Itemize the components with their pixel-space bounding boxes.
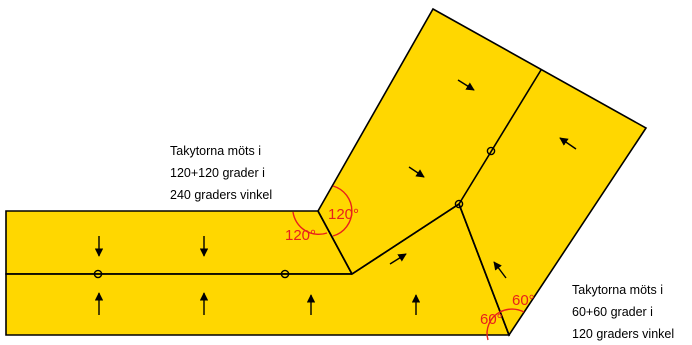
angle-arc-outer-left xyxy=(486,311,501,341)
angle-label-outer-right: 60° xyxy=(512,292,535,309)
note-outer-corner: Takytorna möts i 60+60 grader i 120 grad… xyxy=(572,279,674,345)
angle-arc-outer-right xyxy=(499,308,525,313)
circle-node-icon xyxy=(454,199,464,209)
note-line: 120+120 grader i xyxy=(170,166,265,180)
circle-node-icon xyxy=(93,269,103,279)
note-line: 120 graders vinkel xyxy=(572,327,675,341)
angle-arc-inner-upper xyxy=(332,185,353,237)
angle-arc-inner-lower xyxy=(292,211,328,236)
arrow-icon xyxy=(559,137,577,150)
note-line: Takytorna möts i xyxy=(170,144,262,158)
arrow-icon xyxy=(457,79,475,91)
circle-node-icon xyxy=(280,269,290,279)
valley-line-outer xyxy=(458,203,510,336)
note-line: 60+60 grader i xyxy=(572,305,653,319)
angle-label-inner-lower: 120° xyxy=(285,227,316,244)
note-line: 240 graders vinkel xyxy=(170,188,273,202)
angle-label-inner-upper: 120° xyxy=(328,206,359,223)
angle-label-outer-left: 60° xyxy=(480,311,503,328)
circle-node-icon xyxy=(486,146,496,156)
note-line: Takytorna möts i xyxy=(572,283,664,297)
note-inner-corner: Takytorna möts i 120+120 grader i 240 gr… xyxy=(170,140,272,206)
ridge-line-diagonal xyxy=(351,203,460,275)
valley-line-inner xyxy=(317,210,353,275)
arrow-icon xyxy=(493,261,507,279)
ridge-line-angled xyxy=(458,69,542,205)
arrow-icon xyxy=(408,166,425,178)
arrow-icon xyxy=(389,253,407,265)
